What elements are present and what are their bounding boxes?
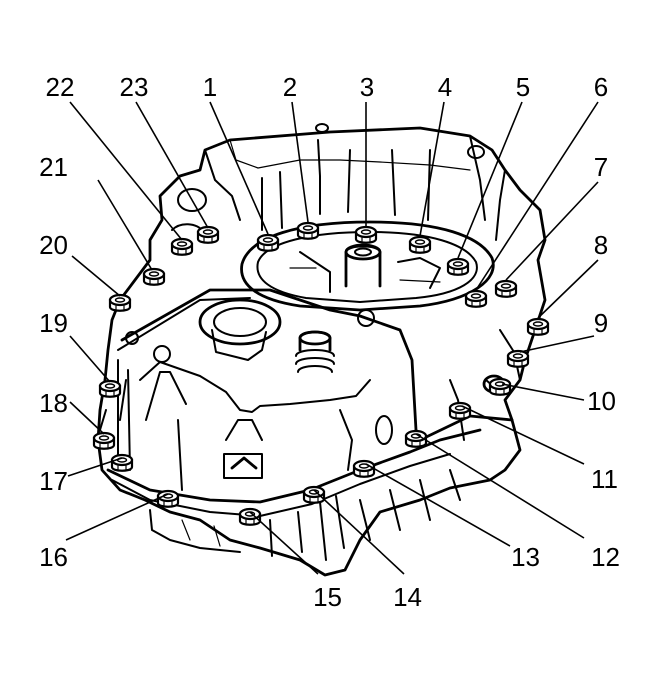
leader-line-21	[97, 179, 153, 271]
callout-17: 17	[39, 466, 68, 496]
leader-line-6	[475, 101, 599, 291]
bolt-14	[302, 485, 326, 504]
bolt-10	[488, 377, 512, 396]
leader-line-11	[461, 405, 585, 465]
bolt-9	[506, 349, 530, 368]
leader-line-16	[65, 493, 169, 541]
bolt-23	[196, 225, 220, 244]
bolt-15	[238, 507, 262, 526]
callout-22: 22	[46, 72, 75, 102]
callout-5: 5	[516, 72, 530, 102]
bolt-8	[526, 317, 550, 336]
callout-23: 23	[120, 72, 149, 102]
bolt-7	[494, 279, 518, 298]
callout-16: 16	[39, 542, 68, 572]
bolt-20	[108, 293, 132, 312]
leader-line-10	[501, 383, 585, 401]
leader-line-2	[291, 101, 309, 223]
callout-10: 10	[587, 386, 616, 416]
callout-15: 15	[313, 582, 342, 612]
bolt-2	[296, 221, 320, 240]
bolt-13	[352, 459, 376, 478]
callout-14: 14	[393, 582, 422, 612]
leader-line-14	[313, 489, 405, 575]
callout-3: 3	[360, 72, 374, 102]
leader-line-17	[67, 457, 123, 477]
bolt-5	[446, 257, 470, 276]
bolt-21	[142, 267, 166, 286]
bolt-18	[92, 431, 116, 450]
leader-line-13	[365, 463, 511, 547]
leader-line-8	[537, 259, 599, 319]
callout-18: 18	[39, 388, 68, 418]
callout-21: 21	[39, 152, 68, 182]
bolt-19	[98, 379, 122, 398]
bolt-11	[448, 401, 472, 420]
leader-line-20	[71, 255, 121, 297]
callout-7: 7	[594, 152, 608, 182]
callout-6: 6	[594, 72, 608, 102]
leader-line-4	[419, 101, 445, 237]
leader-line-23	[135, 101, 209, 229]
bolt-12	[404, 429, 428, 448]
callout-12: 12	[591, 542, 620, 572]
leader-line-5	[457, 101, 523, 259]
leader-line-19	[69, 335, 111, 383]
leader-lines	[65, 101, 599, 575]
housing-outline	[96, 123, 547, 577]
callout-19: 19	[39, 308, 68, 338]
bolt-17	[110, 453, 134, 472]
callout-8: 8	[594, 230, 608, 260]
bolt-group	[92, 221, 550, 526]
callout-20: 20	[39, 230, 68, 260]
bolt-3	[354, 225, 378, 244]
leader-line-9	[519, 335, 595, 353]
bolt-16	[156, 489, 180, 508]
leader-line-7	[505, 181, 599, 281]
callout-2: 2	[283, 72, 297, 102]
leader-line-18	[69, 401, 105, 435]
bolt-1	[256, 233, 280, 252]
bolt-4	[408, 235, 432, 254]
leader-line-15	[249, 511, 319, 575]
callout-1: 1	[203, 72, 217, 102]
callout-11: 11	[591, 464, 618, 494]
callout-4: 4	[438, 72, 452, 102]
bolt-22	[170, 237, 194, 256]
bolt-6	[464, 289, 488, 308]
callout-labels: 1 2 3 4 5 6 7 8 9 10 11 12 13 14 15 16 1…	[39, 72, 620, 612]
leader-line-22	[69, 101, 183, 241]
callout-13: 13	[511, 542, 540, 572]
leader-line-12	[415, 433, 585, 539]
leader-line-1	[209, 101, 269, 235]
callout-9: 9	[594, 308, 608, 338]
